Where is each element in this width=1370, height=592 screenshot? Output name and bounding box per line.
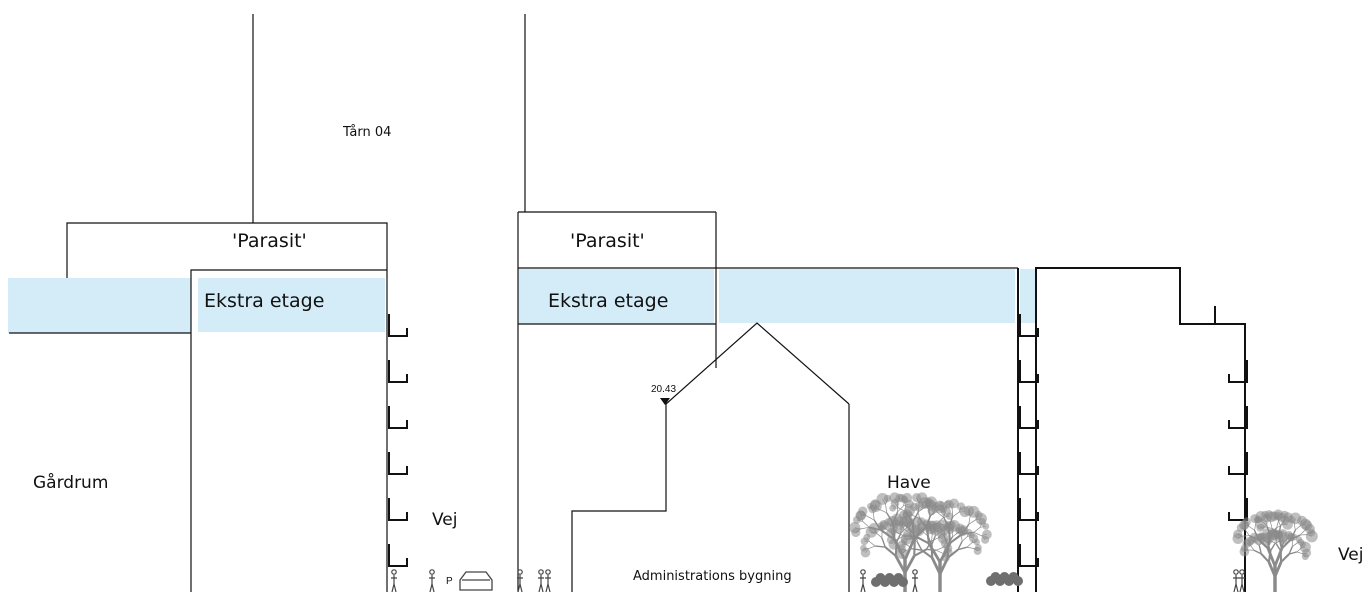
left-parasite-outline	[66, 222, 388, 278]
extra-floor-fill-left	[198, 278, 385, 332]
car-icon	[459, 571, 493, 591]
person-figure-1	[429, 569, 435, 592]
balcony-right-a-0	[1019, 314, 1039, 337]
road-left-label: Vej	[432, 510, 458, 530]
extra-floor-fill-courtyard	[8, 278, 191, 333]
balcony-right-a-2	[1019, 406, 1039, 429]
person-figure-8	[1239, 569, 1245, 592]
tree-garden-2	[886, 498, 992, 592]
balcony-left-5	[388, 544, 408, 567]
road-right-label: Vej	[1338, 545, 1364, 565]
parasite-left-label: 'Parasit'	[232, 230, 307, 252]
tower-label: Tårn 04	[343, 125, 392, 140]
balcony-left-0	[388, 314, 408, 337]
parking-label: P	[446, 576, 453, 587]
balcony-right-a-5	[1019, 544, 1039, 567]
balcony-right-b-2	[1228, 452, 1248, 475]
extra-floor-left-label: Ekstra etage	[204, 290, 325, 312]
balcony-right-b-0	[1228, 360, 1248, 383]
extra-floor-fill-center	[518, 269, 714, 324]
shrub-garden-2	[986, 572, 1023, 586]
extra-floor-fill-right	[1020, 269, 1036, 323]
balcony-right-a-3	[1019, 452, 1039, 475]
shrub-garden-1	[871, 573, 908, 587]
balcony-right-a-1	[1019, 360, 1039, 383]
person-figure-7	[1233, 569, 1239, 592]
balcony-left-4	[388, 498, 408, 521]
tree-right-1	[1232, 509, 1318, 592]
person-figure-3	[538, 569, 544, 592]
extra-floor-fill-admin	[719, 269, 1015, 323]
extra-floor-center-label: Ekstra etage	[548, 290, 669, 312]
admin-building-outline	[571, 322, 850, 592]
person-figure-5	[860, 569, 866, 592]
person-figure-6	[912, 569, 918, 592]
balcony-right-b-1	[1228, 406, 1248, 429]
garden-label: Have	[887, 473, 931, 493]
elevation-marker-label: 20.43	[651, 384, 677, 395]
elevation-marker-icon	[660, 398, 670, 405]
courtyard-label: Gårdrum	[33, 473, 109, 493]
person-figure-4	[545, 569, 551, 592]
person-figure-2	[517, 569, 523, 592]
balcony-left-1	[388, 360, 408, 383]
balcony-left-3	[388, 452, 408, 475]
left-building-outline	[190, 269, 387, 592]
right-building-outline	[1035, 267, 1246, 592]
balcony-right-a-4	[1019, 498, 1039, 521]
parasite-center-label: 'Parasit'	[570, 230, 645, 252]
balcony-left-2	[388, 406, 408, 429]
balcony-right-b-3	[1228, 498, 1248, 521]
person-figure-0	[391, 569, 397, 592]
admin-building-label: Administrations bygning	[633, 569, 792, 584]
